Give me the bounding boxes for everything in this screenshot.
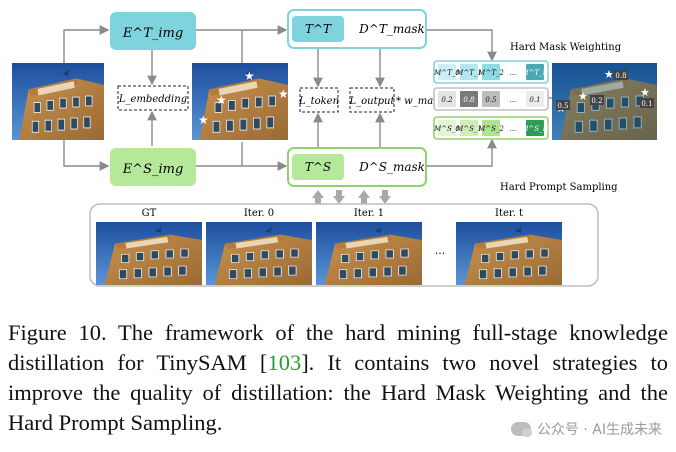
teacher-mask-row: M^T_0M^T_1M^T_2...M^T_N <box>433 60 550 84</box>
student-mask-cell: M^S_0 <box>433 125 460 133</box>
weight-cell: 0.2 <box>441 96 453 104</box>
embedding-loss-box <box>117 85 189 111</box>
caption-tail: ]. It contains two novel strategies to i… <box>8 350 668 435</box>
watermark-text: 公众号 · AI生成未来 <box>536 422 662 438</box>
student-mask-cell: M^S_2 <box>477 125 504 133</box>
token-loss-box <box>299 87 339 113</box>
star-icon: ★ <box>604 68 614 81</box>
framework-diagram: ★ ★ ★ ★ E^T_img E^S_img L_embedding T^T … <box>11 9 658 287</box>
iteration-image <box>95 221 203 286</box>
figure-caption: Figure 10. The framework of the hard min… <box>8 318 668 438</box>
point-value: 0.1 <box>641 100 652 108</box>
sampling-arrows <box>312 190 391 204</box>
watermark: 公众号 · AI生成未来 <box>510 419 662 439</box>
iteration-label: Iter. 0 <box>244 208 274 219</box>
iteration-image <box>455 221 563 286</box>
student-mask-cell: M^S_1 <box>455 125 482 133</box>
weighted-image: ★ 0.8 ★ 0.2 ★ 0.5 ★ 0.1 <box>551 62 658 141</box>
hard-mask-weighting-title: Hard Mask Weighting <box>510 42 622 53</box>
teacher-mask-cell: M^T_1 <box>455 69 482 77</box>
student-token-box <box>292 154 344 180</box>
hard-prompt-sampling-title: Hard Prompt Sampling <box>500 182 618 193</box>
teacher-token-box <box>292 16 344 42</box>
teacher-mask-cell: M^T_2 <box>477 69 504 77</box>
token-loss-label: L_token <box>298 96 339 107</box>
student-encoder-label: E^S_img <box>122 162 184 177</box>
star-icon: ★ <box>244 69 255 83</box>
point-value: 0.5 <box>557 102 568 110</box>
output-loss-label: L_output <box>349 96 396 107</box>
prompted-image: ★ ★ ★ ★ <box>191 62 289 141</box>
teacher-mask-cell: M^T_0 <box>433 69 460 77</box>
point-value: 0.2 <box>591 97 602 105</box>
star-icon: ★ <box>216 93 227 107</box>
star-icon: ★ <box>578 90 588 103</box>
teacher-mask-cell: ... <box>510 69 517 77</box>
student-mask-row: M^S_0M^S_1M^S_2...M^S_N <box>433 116 550 140</box>
weight-cell: ... <box>510 96 517 104</box>
iteration-label: Iter. t <box>495 208 523 219</box>
weight-cell: 0.5 <box>485 96 497 104</box>
star-icon: ★ <box>640 86 650 99</box>
iteration-image <box>315 221 423 286</box>
teacher-encoder-label: E^T_img <box>122 26 183 41</box>
student-mask-decoder-label: D^S_mask <box>358 160 425 174</box>
iteration-label: GT <box>142 208 157 219</box>
student-token-label: T^S <box>305 160 331 174</box>
star-icon: ★ <box>198 113 209 127</box>
weight-cell: 0.1 <box>529 96 540 104</box>
teacher-mask-decoder-label: D^T_mask <box>358 22 425 36</box>
student-mask-cell: M^S_N <box>520 125 549 133</box>
student-mask-cell: ... <box>510 125 517 133</box>
weight-label: * w_mask <box>396 96 444 107</box>
embedding-loss-label: L_embedding <box>118 94 187 105</box>
weight-cell: 0.8 <box>463 96 475 104</box>
star-icon: ★ <box>278 87 289 101</box>
teacher-encoder-box <box>110 12 196 50</box>
caption-ref-link[interactable]: 103 <box>267 350 302 375</box>
output-loss-box <box>349 87 395 113</box>
input-image <box>11 62 105 141</box>
caption-lead: Figure 10. The framework of the hard min… <box>8 320 668 375</box>
point-value: 0.8 <box>615 72 626 80</box>
iteration-label: Iter. 1 <box>354 208 384 219</box>
iteration-images: GT Iter. 0 Iter. 1 Iter. t <box>95 208 563 286</box>
teacher-token-label: T^T <box>305 22 332 36</box>
wechat-icon <box>510 422 532 437</box>
student-encoder-box <box>110 148 196 186</box>
teacher-mask-cell: M^T_N <box>520 69 549 77</box>
iteration-ellipsis: ... <box>435 244 446 257</box>
weight-row: 0.2 0.8 0.5... 0.1 <box>433 87 549 111</box>
iteration-image <box>205 221 313 286</box>
